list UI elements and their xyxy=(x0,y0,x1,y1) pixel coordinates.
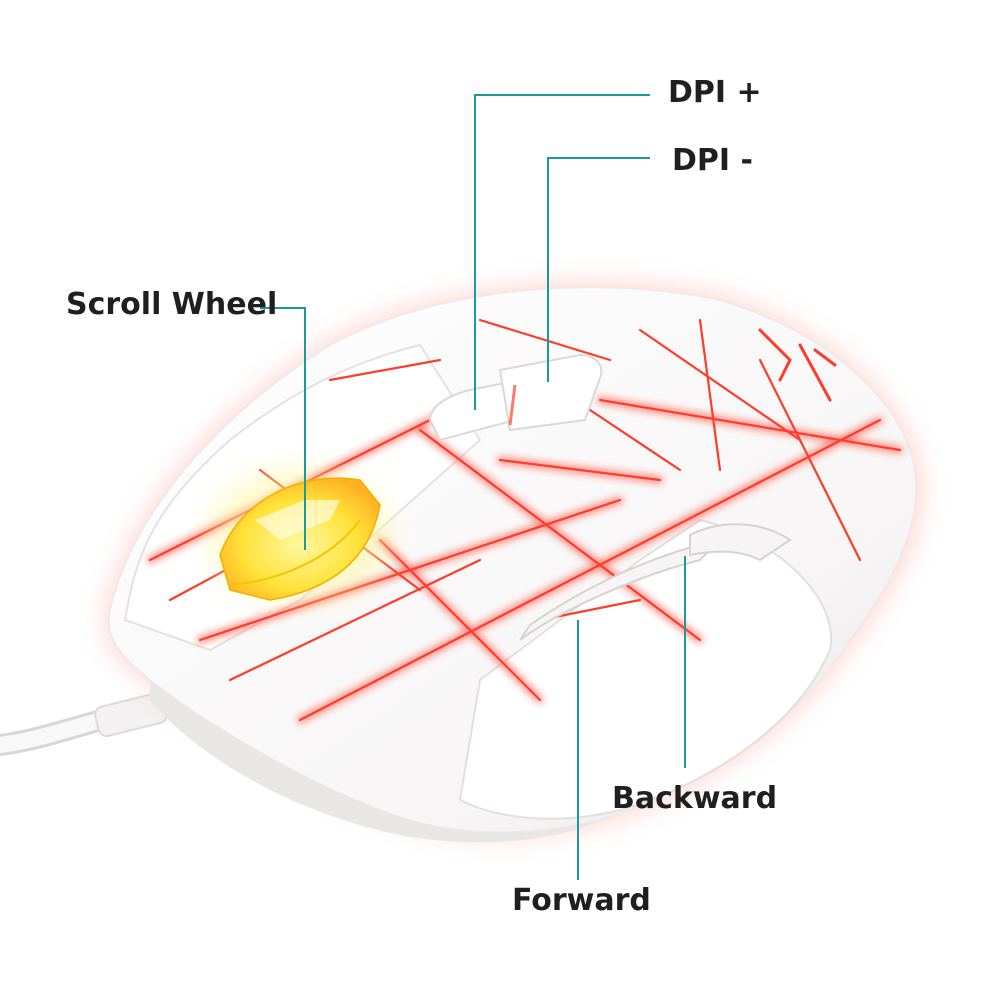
scroll-wheel xyxy=(210,470,390,601)
leader-scroll-wheel xyxy=(260,307,306,550)
mouse-cable xyxy=(0,692,168,756)
label-dpi-minus: DPI - xyxy=(672,143,753,178)
label-scroll-wheel: Scroll Wheel xyxy=(66,287,278,322)
side-buttons xyxy=(519,523,792,641)
callout-leader-lines xyxy=(260,94,686,880)
label-dpi-plus: DPI + xyxy=(668,75,762,110)
label-forward: Forward xyxy=(512,883,651,918)
label-backward: Backward xyxy=(612,781,778,816)
leader-dpi-plus xyxy=(474,94,650,410)
leader-dpi-minus xyxy=(547,157,650,382)
